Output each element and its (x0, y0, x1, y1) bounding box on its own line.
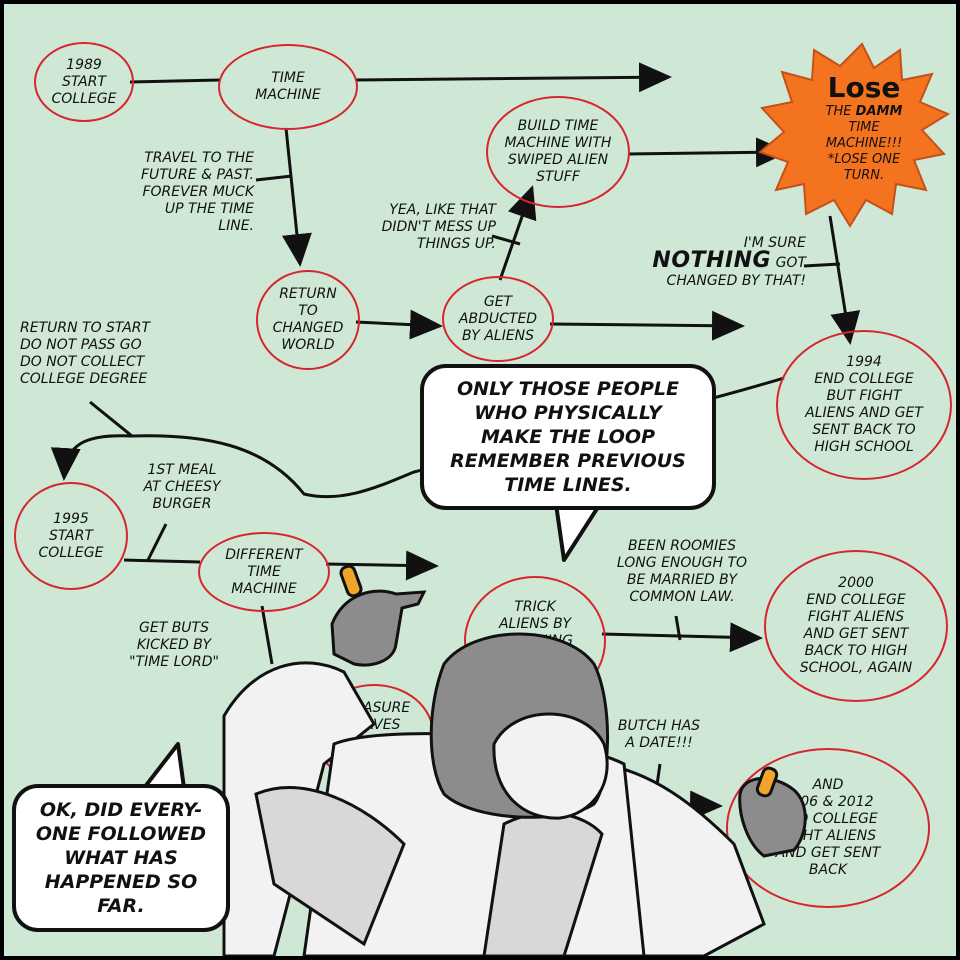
note-return-to-start: RETURN TO START DO NOT PASS GO DO NOT CO… (20, 320, 151, 387)
arrow-tm-forward (355, 62, 672, 93)
lose-star-text: Lose THE DAMM TIME MACHINE!!! *LOSE ONE … (794, 72, 934, 184)
marker-left (339, 564, 363, 598)
character-illustration (222, 564, 807, 956)
node-label: 1995 START COLLEGE (38, 510, 104, 561)
note-first-meal: 1ST MEAL AT CHEESY BURGER (143, 462, 221, 512)
arrow-return-to-abducted (355, 309, 443, 340)
main-speech-text: ONLY THOSE PEOPLE WHO PHYSICALLY MAKE TH… (450, 378, 686, 496)
node-1989-start-college: 1989 START COLLEGE (34, 42, 134, 122)
striped-armor-left (254, 786, 406, 947)
node-return-to-changed-world: RETURN TO CHANGED WORLD (256, 270, 360, 370)
node-label: 2000 END COLLEGE FIGHT ALIENS AND GET SE… (799, 575, 913, 676)
lose-body-pre: THE (825, 104, 856, 119)
marker-right (755, 766, 779, 798)
note-butch-date: BUTCH HAS A DATE!!! (617, 718, 701, 751)
note-get-buts-kicked: GET BUTS KICKED BY "TIME LORD" (129, 620, 219, 670)
right-sleeve (602, 762, 766, 956)
lose-body-post: TIME MACHINE!!! *LOSE ONE TURN. (825, 120, 903, 183)
node-label: 1989 START COLLEGE (51, 56, 117, 107)
node-build-time-machine: BUILD TIME MACHINE WITH SWIPED ALIEN STU… (486, 96, 630, 208)
tick-travel-note (255, 174, 293, 182)
tick-roomies-note (674, 615, 682, 641)
node-label: DIFFERENT TIME MACHINE (225, 546, 303, 597)
note-travel-future-past: TRAVEL TO THE FUTURE & PAST. FOREVER MUC… (140, 150, 254, 234)
tick-nothing-note (803, 262, 841, 268)
lose-starburst (758, 42, 951, 228)
comic-panel: 1989 START COLLEGE TIME MACHINE BUILD TI… (4, 4, 956, 956)
arrow-diff-tm-forward (325, 550, 439, 581)
arrow-tm-to-return (282, 127, 312, 267)
lose-body-bold: DAMM (855, 104, 903, 119)
side-speech-bubble: OK, DID EVERY- ONE FOLLOWED WHAT HAS HAP… (12, 784, 230, 932)
arrow-abducted-forward (549, 310, 745, 341)
note-been-roomies: BEEN ROOMIES LONG ENOUGH TO BE MARRIED B… (616, 538, 748, 605)
node-1995-start-college: 1995 START COLLEGE (14, 482, 128, 590)
character-snout (492, 712, 609, 820)
main-speech-bubble: ONLY THOSE PEOPLE WHO PHYSICALLY MAKE TH… (420, 364, 716, 510)
lose-title: Lose (827, 71, 901, 104)
node-2000-end-college: 2000 END COLLEGE FIGHT ALIENS AND GET SE… (764, 550, 948, 702)
node-label: GET ABDUCTED BY ALIENS (458, 293, 538, 344)
tick-yea-note (491, 234, 521, 246)
node-label: RETURN TO CHANGED WORLD (272, 286, 344, 353)
arrow-1989-to-tm (129, 78, 221, 84)
nothing-emphasis: NOTHING (652, 248, 772, 273)
node-label: 1994 END COLLEGE BUT FIGHT ALIENS AND GE… (805, 354, 923, 455)
node-get-abducted: GET ABDUCTED BY ALIENS (442, 276, 554, 362)
node-different-time-machine: DIFFERENT TIME MACHINE (198, 532, 330, 612)
arrow-to-1995 (50, 434, 133, 481)
node-label: BUILD TIME MACHINE WITH SWIPED ALIEN STU… (504, 118, 612, 185)
arrow-trick-to-2000 (601, 622, 763, 653)
tick-meal-note (146, 523, 168, 561)
note-line: GOT (771, 255, 806, 271)
speech-tails (142, 502, 602, 790)
node-1994-end-college: 1994 END COLLEGE BUT FIGHT ALIENS AND GE… (776, 330, 952, 480)
arrow-diff-tm-down (260, 605, 274, 665)
node-label: TIME MACHINE (255, 70, 321, 103)
main-bubble-tail (554, 502, 602, 562)
side-bubble-tail (142, 742, 186, 790)
note-line: I'M SURE (743, 235, 806, 251)
note-line: CHANGED BY THAT! (666, 273, 806, 289)
arrow-1995-to-diff-tm (123, 558, 201, 564)
arrow-lose-to-1994 (828, 215, 861, 345)
node-time-machine: TIME MACHINE (218, 44, 358, 130)
starburst-shape (758, 42, 951, 228)
note-yea-like-that: YEA, LIKE THAT DIDN'T MESS UP THINGS UP. (381, 202, 496, 252)
lose-body: THE DAMM TIME MACHINE!!! *LOSE ONE TURN. (794, 104, 934, 184)
left-hand (330, 589, 427, 667)
arrow-abducted-to-build (498, 185, 537, 281)
side-speech-text: OK, DID EVERY- ONE FOLLOWED WHAT HAS HAP… (35, 799, 207, 917)
note-nothing-got-changed: I'M SURE NOTHING GOT CHANGED BY THAT! (622, 234, 806, 290)
